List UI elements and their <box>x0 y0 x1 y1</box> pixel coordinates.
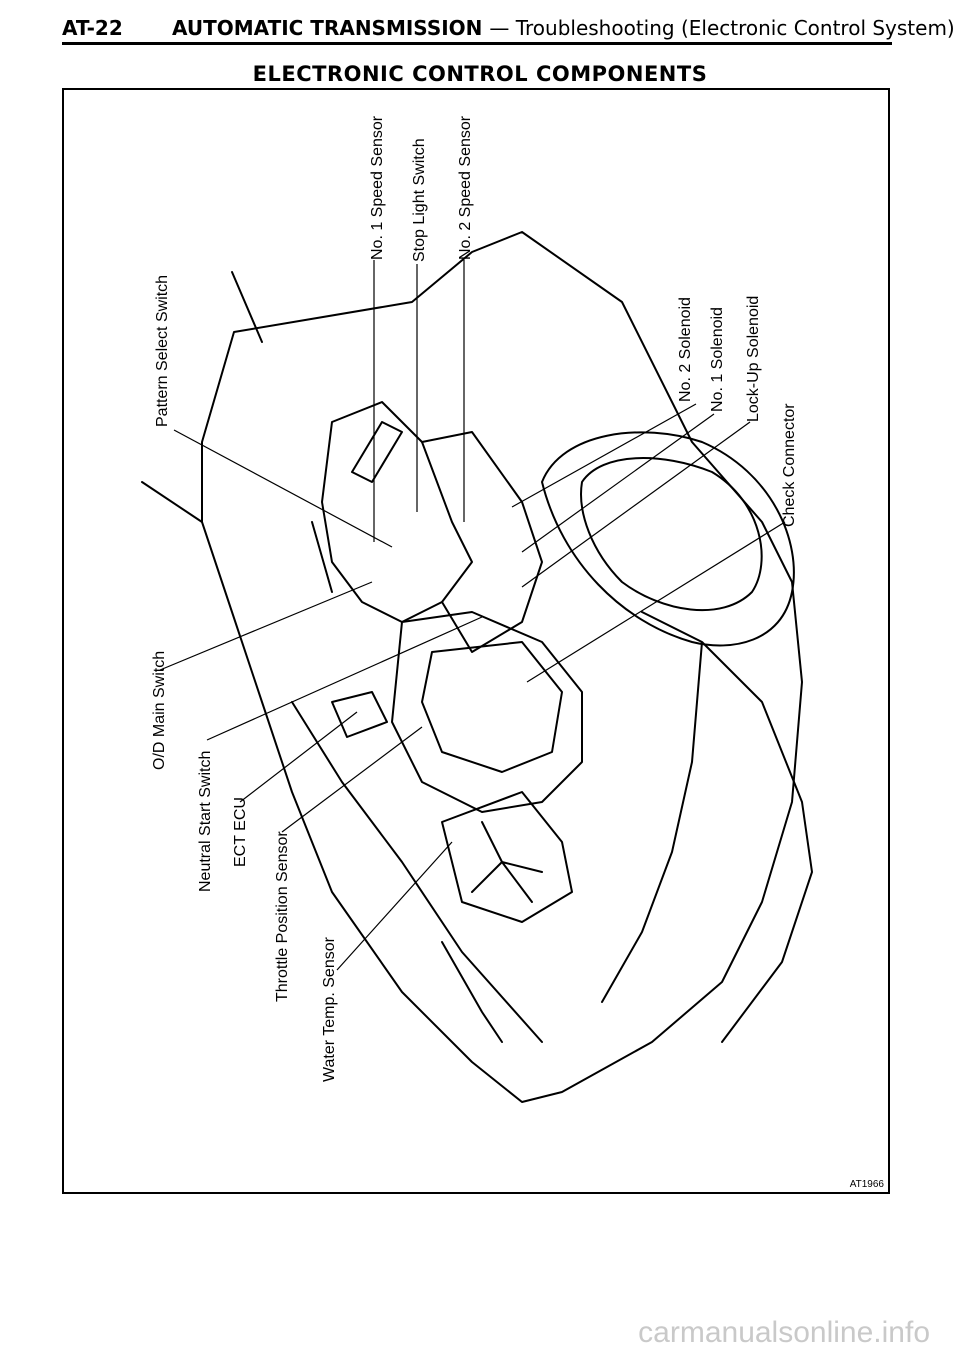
leader-lines <box>159 260 786 971</box>
shift-lever <box>351 421 403 483</box>
section-subtitle: — Troubleshooting (Electronic Control Sy… <box>489 16 955 40</box>
figure-code: AT1966 <box>849 1179 884 1190</box>
figure-frame: No. 1 Speed Sensor Stop Light Switch No.… <box>62 88 890 1194</box>
section-title: AUTOMATIC TRANSMISSION — Troubleshooting… <box>172 16 955 40</box>
radiator <box>441 791 573 923</box>
watermark: carmanualsonline.info <box>638 1316 930 1349</box>
label-stop-light-switch: Stop Light Switch <box>411 138 428 262</box>
label-water-temp-sensor: Water Temp. Sensor <box>321 936 338 1082</box>
label-no2-speed-sensor: No. 2 Speed Sensor <box>457 115 474 260</box>
cooling-fan <box>471 821 543 903</box>
label-od-main-switch: O/D Main Switch <box>151 651 168 770</box>
transmission-housing <box>321 401 473 623</box>
engine-block <box>391 611 583 813</box>
wheel-arch <box>541 431 795 647</box>
label-check-connector: Check Connector <box>781 403 798 527</box>
label-no2-solenoid: No. 2 Solenoid <box>677 297 694 402</box>
label-lockup-solenoid: Lock-Up Solenoid <box>745 296 762 422</box>
ecu-box <box>331 691 388 738</box>
pedal-area <box>311 521 503 1043</box>
page-header: AT-22 AUTOMATIC TRANSMISSION — Troublesh… <box>62 14 955 45</box>
page-code: AT-22 <box>62 16 123 40</box>
label-neutral-start-switch: Neutral Start Switch <box>197 751 214 892</box>
section-title-main: AUTOMATIC TRANSMISSION <box>172 16 483 40</box>
component-diagram: No. 1 Speed Sensor Stop Light Switch No.… <box>141 115 813 1103</box>
label-no1-solenoid: No. 1 Solenoid <box>709 307 726 412</box>
transmission-tunnel <box>421 431 543 653</box>
diagram-title: ELECTRONIC CONTROL COMPONENTS <box>252 62 708 86</box>
engine-cover <box>421 641 563 773</box>
vehicle-illustration <box>141 231 813 1103</box>
fender-line <box>141 271 543 1043</box>
body-outline <box>201 231 803 1103</box>
header-rule <box>62 42 892 45</box>
label-no1-speed-sensor: No. 1 Speed Sensor <box>369 115 386 260</box>
label-throttle-position-sensor: Throttle Position Sensor <box>274 831 291 1002</box>
label-pattern-select-switch: Pattern Select Switch <box>154 275 171 427</box>
label-ect-ecu: ECT ECU <box>232 797 249 867</box>
wheel-arch-inner <box>580 457 763 612</box>
bumper-outline <box>601 611 813 1043</box>
component-labels: No. 1 Speed Sensor Stop Light Switch No.… <box>151 115 798 1082</box>
